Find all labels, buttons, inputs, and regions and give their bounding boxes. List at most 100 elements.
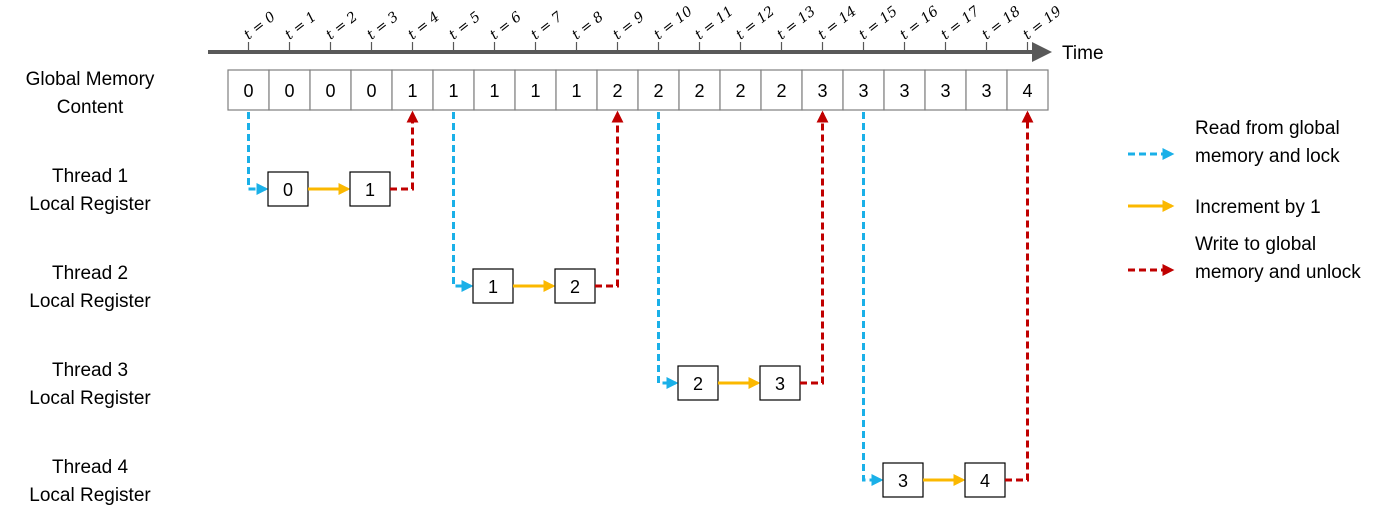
register-after-value: 2 — [570, 277, 580, 297]
legend: Read from global memory and lockIncrement… — [1128, 118, 1361, 283]
memory-cell — [309, 69, 352, 111]
memory-cell-value: 1 — [571, 81, 581, 101]
register-before-box — [472, 268, 514, 304]
memory-cell — [760, 69, 803, 111]
time-tick-label: t = 2 — [323, 9, 361, 43]
memory-cell — [801, 69, 844, 111]
memory-cell — [350, 69, 393, 111]
memory-cell — [432, 69, 475, 111]
legend-text-line1: Write to global — [1195, 234, 1316, 255]
memory-cell — [719, 69, 762, 111]
memory-cell-value: 2 — [612, 81, 622, 101]
memory-cell-value: 2 — [653, 81, 663, 101]
memory-cell-value: 0 — [325, 81, 335, 101]
memory-cell — [637, 69, 680, 111]
register-after-box — [349, 171, 391, 207]
memory-cell-value: 3 — [817, 81, 827, 101]
register-after-value: 4 — [980, 471, 990, 491]
time-tick-label: t = 10 — [651, 3, 696, 43]
time-tick-label: t = 17 — [938, 3, 983, 43]
write-arrow — [800, 110, 829, 385]
register-before-value: 0 — [283, 180, 293, 200]
memory-cell-value: 3 — [899, 81, 909, 101]
register-after-value: 3 — [775, 374, 785, 394]
time-tick-label: t = 5 — [446, 9, 484, 43]
memory-cell — [514, 69, 557, 111]
register-before-box — [267, 171, 309, 207]
legend-text-line1: Read from global — [1195, 118, 1340, 139]
time-tick-label: t = 1 — [282, 9, 320, 43]
time-tick-label: t = 14 — [815, 3, 860, 43]
register-after-box — [554, 268, 596, 304]
memory-cell-value: 4 — [1022, 81, 1032, 101]
time-tick-label: t = 13 — [774, 3, 819, 43]
memory-cell-value: 1 — [530, 81, 540, 101]
memory-cell-value: 2 — [735, 81, 745, 101]
write-arrow — [390, 110, 419, 191]
legend-item-2: Increment by 1 — [1128, 197, 1321, 218]
thread-label-line1: Thread 4 — [52, 457, 128, 478]
memory-cell-value: 1 — [489, 81, 499, 101]
write-arrow — [1005, 110, 1034, 482]
thread-label-line2: Local Register — [29, 485, 151, 506]
time-tick-label: t = 11 — [692, 3, 737, 43]
time-tick-label: t = 16 — [897, 3, 942, 43]
register-before-value: 1 — [488, 277, 498, 297]
register-after-value: 1 — [365, 180, 375, 200]
time-tick-label: t = 0 — [241, 9, 279, 43]
memory-cell — [883, 69, 926, 111]
global-memory-label-line1: Global Memory — [26, 69, 155, 90]
memory-cell — [555, 69, 598, 111]
time-tick-label: t = 9 — [610, 9, 648, 43]
thread-label-line1: Thread 2 — [52, 263, 128, 284]
legend-text-line1: Increment by 1 — [1195, 197, 1321, 218]
write-arrow — [595, 110, 624, 288]
memory-cell-value: 0 — [366, 81, 376, 101]
thread-row-3: Thread 3 Local Register 2 3 — [29, 110, 829, 409]
legend-text-line2: memory and unlock — [1195, 262, 1361, 283]
memory-cell-value: 3 — [981, 81, 991, 101]
memory-cell — [391, 69, 434, 111]
time-tick-label: t = 6 — [487, 9, 525, 43]
memory-cell-value: 2 — [694, 81, 704, 101]
memory-cell — [678, 69, 721, 111]
memory-cell — [965, 69, 1008, 111]
thread-label-line2: Local Register — [29, 388, 151, 409]
memory-cell-value: 3 — [940, 81, 950, 101]
time-tick-label: t = 15 — [856, 3, 901, 43]
register-before-box — [677, 365, 719, 401]
register-before-box — [882, 462, 924, 498]
legend-item-3: Write to global memory and unlock — [1128, 234, 1361, 283]
register-before-value: 3 — [898, 471, 908, 491]
legend-text-line2: memory and lock — [1195, 146, 1340, 167]
time-tick-label: t = 19 — [1020, 3, 1065, 43]
thread-label-line1: Thread 1 — [52, 166, 128, 187]
memory-cell — [596, 69, 639, 111]
thread-row-4: Thread 4 Local Register 3 4 — [29, 110, 1034, 506]
thread-row-2: Thread 2 Local Register 1 2 — [29, 110, 624, 312]
memory-cell — [1006, 69, 1049, 111]
global-memory-label-line2: Content — [57, 97, 124, 118]
time-tick-label: t = 8 — [569, 9, 607, 43]
thread-row-1: Thread 1 Local Register 0 1 — [29, 110, 419, 215]
time-tick-label: t = 12 — [733, 3, 778, 43]
memory-cell-value: 2 — [776, 81, 786, 101]
thread-label-line2: Local Register — [29, 194, 151, 215]
time-tick-label: t = 4 — [405, 9, 443, 43]
thread-label-line2: Local Register — [29, 291, 151, 312]
time-axis-label: Time — [1062, 43, 1104, 64]
read-arrow — [247, 112, 269, 195]
memory-cell-value: 3 — [858, 81, 868, 101]
register-before-value: 2 — [693, 374, 703, 394]
read-arrow — [862, 112, 884, 486]
legend-item-1: Read from global memory and lock — [1128, 118, 1340, 167]
memory-cell-value: 1 — [407, 81, 417, 101]
memory-cell — [842, 69, 885, 111]
time-tick-label: t = 7 — [528, 9, 566, 43]
thread-label-line1: Thread 3 — [52, 360, 128, 381]
